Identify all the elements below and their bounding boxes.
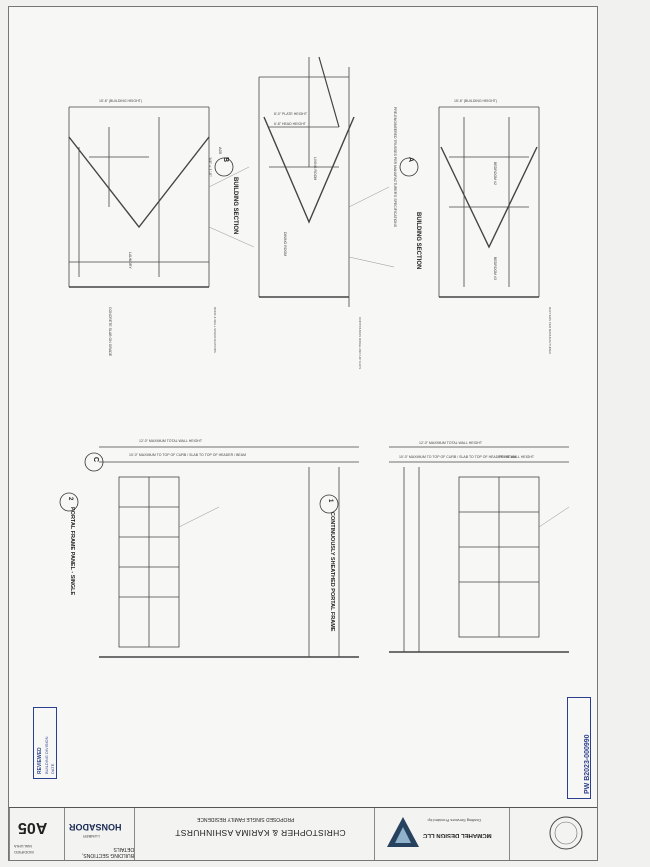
- title-block: A05 MALUHIA MODIFIED HONSADOR LUMBER BUI…: [9, 807, 597, 860]
- permit-number: PW B2023-000990: [584, 734, 591, 794]
- section-ref-1: A05: [218, 147, 223, 155]
- slab-note: CONCRETE SLAB ON GRADE: [108, 307, 112, 357]
- section-c-drawing: [68, 106, 210, 288]
- building-height-label-c: 15'-6" (BUILDING HEIGHT): [99, 99, 142, 103]
- detail-2-bubble: [59, 492, 79, 512]
- section-b-label: B: [222, 157, 229, 162]
- client-name: CHRISTOPHER & KARIMA ASHINHURST: [175, 828, 346, 838]
- reviewed-stamp-title: REVIEWED: [37, 747, 43, 774]
- drawing-area: ROOF & WALL SPECIFICATIONS CONTINUOUS RI…: [59, 56, 570, 658]
- header-height-label-left: 10'-0" MAXIMUM TO TOP OF CURB / SLAB TO …: [129, 453, 246, 457]
- designer-name: MCMAHEL DESIGN LLC: [423, 832, 492, 838]
- continuous-portal-drawing: [389, 446, 569, 653]
- drafting-label: Drafting Services Provided by:: [427, 818, 481, 823]
- designer-cell: MCMAHEL DESIGN LLC Drafting Services Pro…: [374, 808, 509, 860]
- detail-2-number: 2: [67, 497, 73, 501]
- wall-height-label-left: 12'-0" MAXIMUM TOTAL WALL HEIGHT: [139, 439, 203, 443]
- room-label-bedroom: BEDROOM #2: [493, 162, 497, 185]
- point-wall-label: POINT WALL HEIGHT: [499, 455, 535, 459]
- section-c-label: C: [92, 457, 99, 462]
- building-section-title-2: BUILDING SECTION: [415, 212, 421, 269]
- svg-text:RAFTERS PER MANUFACTURER: RAFTERS PER MANUFACTURER: [548, 307, 552, 355]
- permit-box: PW B2023-000990: [567, 697, 591, 799]
- svg-text:CONTINUOUS RIDGE AND HIP CAPS: CONTINUOUS RIDGE AND HIP CAPS: [358, 317, 362, 369]
- room-label-living: LIVING ROOM: [313, 157, 317, 180]
- sheet-number: A05: [18, 819, 48, 836]
- room-label-bedroom3: BEDROOM #3: [493, 257, 497, 280]
- annotation-text-block: ROOF & WALL SPECIFICATIONS CONTINUOUS RI…: [213, 307, 552, 369]
- building-height-label-a: 15'-6" (BUILDING HEIGHT): [454, 99, 497, 103]
- project-name: PROPOSED SINGLE FAMILY RESIDENCE: [197, 816, 295, 822]
- sheet-title: BUILDING SECTIONS, DETAILS: [82, 846, 134, 858]
- header-height-label-right: 10'-0" MAXIMUM TO TOP OF CURB / SLAB TO …: [399, 455, 516, 459]
- section-a-label: A: [407, 157, 414, 162]
- room-label-dining: DINING ROOM: [283, 232, 287, 256]
- seal-cell: [509, 808, 599, 860]
- reviewed-stamp-date: DATE: [50, 763, 55, 774]
- section-a-bubble: [399, 157, 419, 177]
- reviewed-stamp-division: BUILDING DIVISION: [44, 736, 49, 774]
- section-b-drawing: [258, 56, 355, 307]
- roof-note: PRE-ENGINEERED TRUSSES PER MANUFACTURER'…: [393, 107, 397, 228]
- section-b-bubble: [214, 157, 234, 177]
- portal-frame-panel-drawing: [99, 446, 359, 658]
- designer-logo-icon: [387, 817, 419, 847]
- drawing-sheet: ROOF & WALL SPECIFICATIONS CONTINUOUS RI…: [8, 6, 598, 861]
- detail-1-bubble: [319, 494, 339, 514]
- portal-frame-title: PORTAL FRAME PANEL - SINGLE: [69, 507, 75, 596]
- room-label-laundry: LAUNDRY: [128, 252, 132, 269]
- scale-label-1: 1/4" = 1'-0": [208, 157, 213, 177]
- section-c-bubble: [84, 452, 104, 472]
- plate-height-label-b: 8'-0" PLATE HEIGHT: [274, 112, 308, 116]
- building-section-title: BUILDING SECTION: [232, 177, 238, 234]
- honsador-sub: LUMBER: [83, 834, 100, 839]
- section-a-drawing: [438, 106, 540, 298]
- location-label: MALUHIA: [14, 844, 32, 849]
- engineer-seal-icon: [549, 816, 583, 850]
- head-height-label-b: 6'-8" HEAD HEIGHT: [274, 122, 307, 126]
- honsador-logo: HONSADOR: [69, 822, 122, 832]
- reviewed-stamp: REVIEWED BUILDING DIVISION DATE: [33, 707, 57, 779]
- wall-height-label-right: 12'-0" MAXIMUM TOTAL WALL HEIGHT: [419, 441, 483, 445]
- continuous-portal-title: CONTINUOUSLY SHEATHED PORTAL FRAME: [329, 512, 335, 632]
- sheet-number-cell: A05 MALUHIA MODIFIED: [9, 808, 64, 860]
- client-cell: CHRISTOPHER & KARIMA ASHINHURST PROPOSED…: [134, 808, 374, 860]
- lumber-logo-cell: HONSADOR LUMBER BUILDING SECTIONS, DETAI…: [64, 808, 134, 860]
- status-label: MODIFIED: [14, 850, 34, 855]
- detail-1-number: 1: [327, 499, 333, 503]
- svg-text:ROOF & WALL SPECIFICATIONS: ROOF & WALL SPECIFICATIONS: [213, 307, 217, 353]
